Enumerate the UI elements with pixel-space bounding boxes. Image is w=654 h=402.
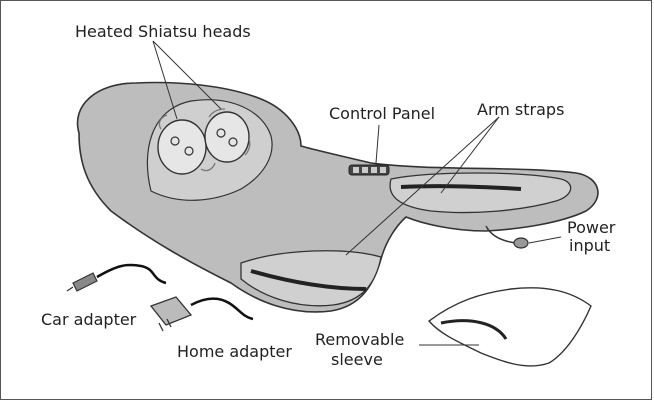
arm-strap-left (240, 250, 382, 307)
removable-sleeve-icon (427, 287, 592, 367)
label-heated-shiatsu-heads: Heated Shiatsu heads (75, 22, 251, 41)
label-car-adapter: Car adapter (41, 310, 137, 329)
label-arm-straps: Arm straps (477, 100, 565, 119)
power-jack (513, 237, 529, 249)
shiatsu-head-right (204, 111, 250, 163)
home-adapter-icon (149, 296, 254, 332)
label-power-input-line2: input (569, 236, 611, 255)
car-adapter-icon (66, 263, 167, 292)
label-removable-sleeve-line2: sleeve (331, 350, 383, 369)
power-cord (485, 225, 517, 244)
label-removable-sleeve-line1: Removable (315, 330, 405, 349)
label-power-input-line1: Power (567, 218, 616, 237)
shiatsu-head-left (157, 119, 207, 175)
arm-strap-right (389, 172, 572, 214)
label-home-adapter: Home adapter (177, 342, 292, 361)
label-control-panel: Control Panel (329, 104, 436, 123)
